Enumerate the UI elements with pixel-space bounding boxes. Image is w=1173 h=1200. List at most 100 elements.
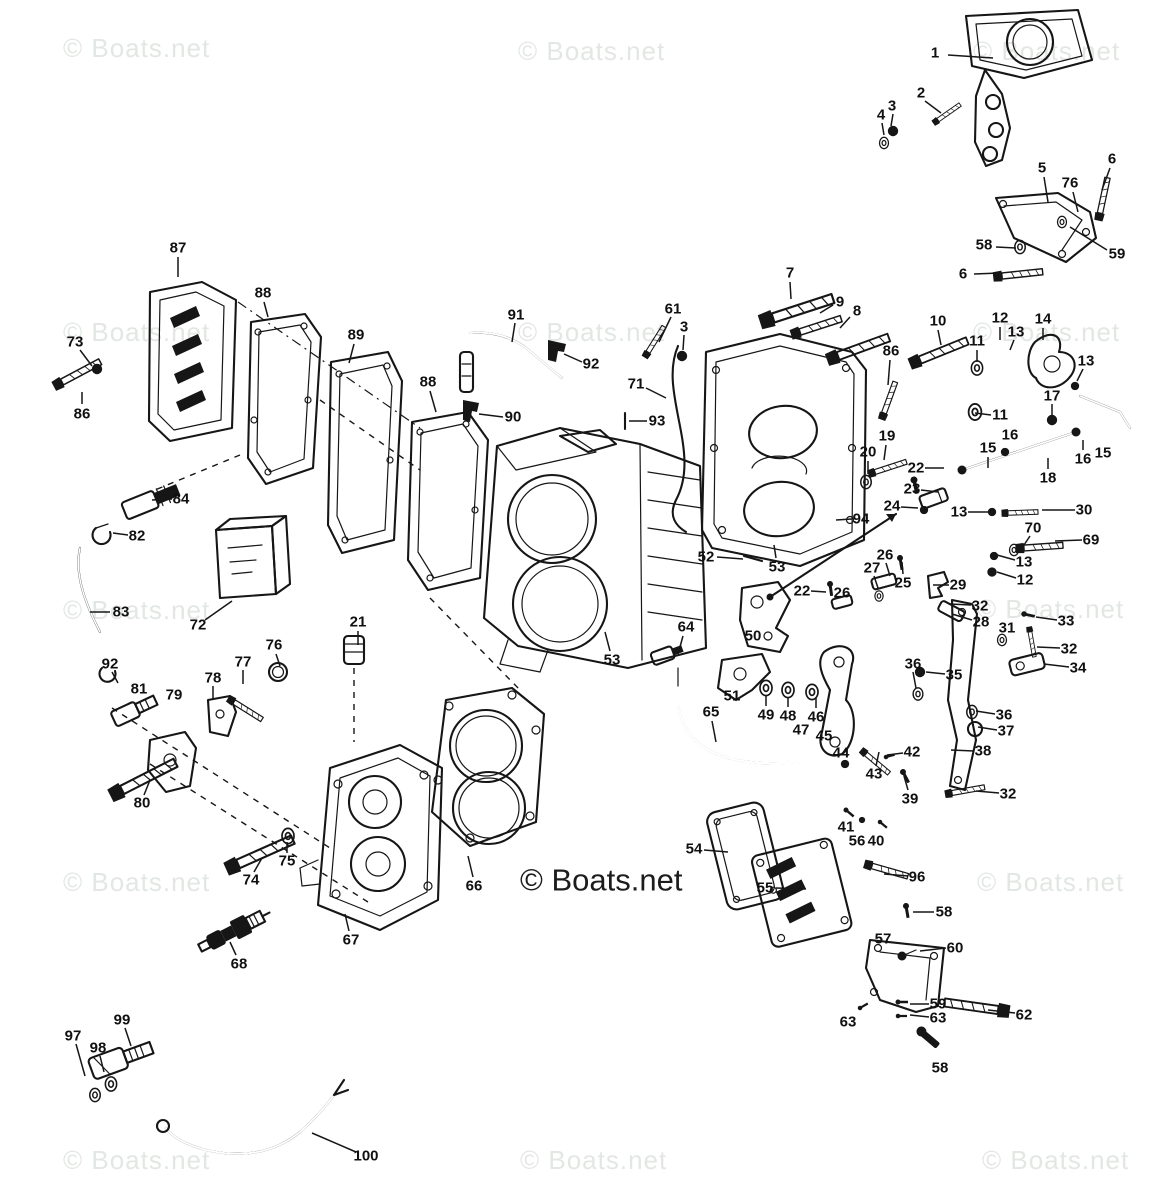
leader-line-12-51 [996, 571, 1017, 579]
part-label-86-13: 86 [74, 406, 91, 423]
hose-and-fittings-drawing [458, 331, 566, 422]
leader-line-69-49 [1054, 539, 1083, 542]
part-label-6-6: 6 [1108, 151, 1116, 168]
part-label-62-115: 62 [1016, 1007, 1033, 1024]
watermark-9: © Boats.net [63, 867, 210, 897]
leader-line-67-104 [344, 913, 350, 932]
watermark-2: © Boats.net [518, 36, 665, 66]
leader-line-98-118 [99, 1055, 105, 1073]
part-label-91-16: 91 [508, 307, 525, 324]
part-label-88-11: 88 [255, 285, 272, 302]
leader-line-100-120 [311, 1132, 357, 1153]
part-label-14-30: 14 [1035, 311, 1052, 328]
leader-line-33-61 [1035, 616, 1058, 621]
part-label-6-9: 6 [959, 266, 967, 283]
part-label-34-63: 34 [1070, 660, 1087, 677]
leader-line-38-68 [950, 749, 975, 752]
part-label-11-31: 11 [969, 333, 985, 350]
part-label-51-75: 51 [724, 688, 741, 705]
part-label-83-91: 83 [113, 604, 130, 621]
part-label-59-112: 59 [930, 996, 947, 1013]
leader-line-88-15 [429, 390, 437, 413]
part-label-44-82: 44 [833, 745, 850, 762]
leader-line-36-64 [912, 671, 917, 689]
part-label-79-94: 79 [166, 687, 183, 704]
part-label-76-97: 76 [266, 637, 283, 654]
watermark-3: © Boats.net [973, 36, 1120, 66]
thermostat-drawing [342, 634, 366, 742]
part-label-96-108: 96 [909, 869, 926, 886]
leader-line-22-55 [810, 590, 827, 593]
part-label-72-89: 72 [190, 617, 207, 634]
part-label-100-120: 100 [353, 1148, 378, 1165]
water-hose-drawing [649, 645, 802, 765]
leader-line-72-89 [204, 600, 233, 621]
leader-line-35-65 [925, 671, 946, 675]
leader-line-26-52 [885, 562, 891, 577]
leader-line-25-54 [901, 561, 904, 575]
part-label-32-62: 32 [1061, 641, 1078, 658]
part-label-42-83: 42 [904, 744, 921, 761]
head-gasket-drawing [430, 686, 546, 848]
watermark-10: © Boats.net [977, 867, 1124, 897]
part-label-63-114: 63 [840, 1014, 857, 1031]
leader-line-1-0 [947, 54, 994, 59]
part-label-58-109: 58 [936, 904, 953, 921]
leader-line-27-53 [873, 575, 879, 589]
part-label-32-69: 32 [1000, 786, 1017, 803]
part-label-12-51: 12 [1017, 572, 1034, 589]
leader-line-97-117 [75, 1043, 86, 1077]
leader-line-60-111 [919, 947, 947, 952]
part-label-16-37: 16 [1075, 451, 1092, 468]
leader-line-6-9 [973, 272, 1001, 275]
leader-line-3-2 [890, 113, 894, 127]
leader-line-52-70 [716, 556, 744, 560]
part-label-4-3: 4 [877, 107, 886, 124]
part-label-25-54: 25 [895, 575, 912, 592]
part-label-58-7: 58 [976, 237, 993, 254]
part-label-28-59: 28 [973, 614, 990, 631]
part-labels-layer: 1234576658596878873868988919290613719379… [65, 45, 1126, 1165]
leader-line-66-103 [467, 855, 474, 878]
watermark-7: © Boats.net [63, 595, 210, 625]
part-label-84-98: 84 [173, 491, 190, 508]
part-label-29-57: 29 [950, 577, 967, 594]
inner-exhaust-plate-drawing [326, 350, 404, 555]
part-label-48-78: 48 [780, 708, 797, 725]
part-label-63-113: 63 [930, 1010, 947, 1027]
part-label-18-39: 18 [1040, 470, 1057, 487]
part-label-92-92: 92 [102, 656, 119, 673]
part-label-87-10: 87 [170, 240, 187, 257]
part-label-22-55: 22 [794, 583, 811, 600]
part-label-33-61: 33 [1058, 613, 1075, 630]
part-label-89-14: 89 [348, 327, 365, 344]
part-label-74-101: 74 [243, 872, 260, 889]
thermo-switch-cluster-drawing [98, 661, 289, 805]
part-label-32-58: 32 [972, 598, 989, 615]
part-label-76-5: 76 [1062, 175, 1079, 192]
leader-line-37-67 [977, 726, 998, 731]
part-label-16-35: 16 [1002, 427, 1019, 444]
leader-line-13-50 [996, 554, 1016, 561]
part-label-93-22: 93 [649, 413, 666, 430]
temp-sensor-drawing [87, 1040, 155, 1103]
leader-line-94-45 [835, 518, 853, 521]
leader-line-8-25 [839, 316, 851, 329]
second-gasket-drawing [406, 410, 490, 592]
leader-line-64-73 [677, 635, 684, 655]
part-label-13-32: 13 [1078, 353, 1095, 370]
part-label-67-104: 67 [343, 932, 360, 949]
exhaust-gasket-drawing [246, 312, 323, 486]
leader-line-4-3 [881, 122, 885, 136]
part-label-60-111: 60 [947, 940, 964, 957]
part-label-65-74: 65 [703, 704, 720, 721]
watermark-1: © Boats.net [63, 33, 210, 63]
exhaust-cover-drawing [147, 280, 238, 443]
construction-lines [111, 301, 521, 903]
watermark-11: © Boats.net [520, 862, 683, 897]
part-label-10-27: 10 [930, 313, 947, 330]
part-label-46-79: 46 [808, 709, 825, 726]
part-label-98-118: 98 [90, 1040, 107, 1057]
shift-bracket-drawing [856, 938, 1012, 1048]
